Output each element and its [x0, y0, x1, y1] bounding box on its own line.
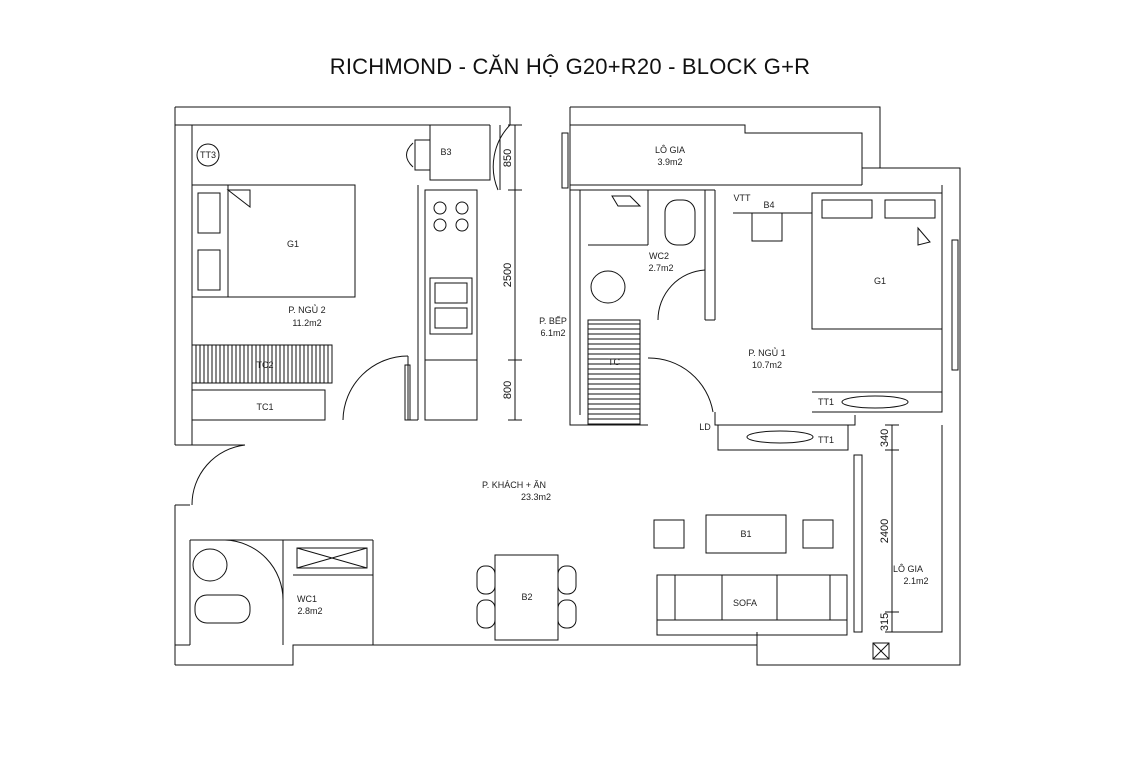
dimension-lines — [508, 124, 899, 633]
room-loggia-right-name: LÔ GIA — [893, 564, 923, 574]
label-tt1-top: TT1 — [818, 397, 834, 407]
room-kitchen-name: P. BẾP — [539, 316, 567, 326]
label-sofa: SOFA — [733, 598, 757, 608]
label-b4: B4 — [763, 200, 774, 210]
label-tt3: TT3 — [200, 150, 216, 160]
label-tc1: TC1 — [256, 402, 273, 412]
room-loggia-right-area: 2.1m2 — [903, 576, 928, 586]
room-wc2-name: WC2 — [649, 251, 669, 261]
interior-walls — [190, 125, 943, 645]
room-bedroom2-area: 11.2m2 — [292, 318, 321, 328]
stripe-hatching — [195, 323, 640, 425]
label-vtt: VTT — [734, 193, 752, 203]
label-g1-left: G1 — [287, 239, 299, 249]
room-kitchen-area: 6.1m2 — [540, 328, 565, 338]
dim-850: 850 — [502, 149, 514, 167]
dim-340: 340 — [879, 429, 891, 447]
dim-800: 800 — [502, 381, 514, 399]
doors — [191, 124, 714, 601]
label-b3: B3 — [440, 147, 451, 157]
room-loggia-top-name: LÔ GIA — [655, 145, 685, 155]
label-tc2: TC2 — [256, 360, 273, 370]
room-wc2-area: 2.7m2 — [648, 263, 673, 273]
label-b2: B2 — [521, 592, 532, 602]
room-wc1-area: 2.8m2 — [297, 606, 322, 616]
dim-315: 315 — [879, 613, 891, 631]
room-wc1-name: WC1 — [297, 594, 317, 604]
room-living-name: P. KHÁCH + ĂN — [482, 480, 546, 490]
label-ld: LD — [699, 422, 711, 432]
room-loggia-top-area: 3.9m2 — [657, 157, 682, 167]
outer-walls — [174, 106, 961, 666]
dim-2400: 2400 — [879, 519, 891, 543]
dim-2500: 2500 — [502, 263, 514, 287]
page-title: RICHMOND - CĂN HỘ G20+R20 - BLOCK G+R — [329, 54, 811, 79]
label-tc: TC — [608, 357, 620, 367]
label-g1-right: G1 — [874, 276, 886, 286]
furniture — [191, 139, 943, 660]
room-bedroom1-area: 10.7m2 — [752, 360, 782, 370]
label-b1: B1 — [740, 529, 751, 539]
label-tt1-bottom: TT1 — [818, 435, 834, 445]
room-bedroom2-name: P. NGỦ 2 — [288, 304, 325, 315]
room-living-area: 23.3m2 — [521, 492, 551, 502]
room-bedroom1-name: P. NGỦ 1 — [748, 347, 785, 358]
